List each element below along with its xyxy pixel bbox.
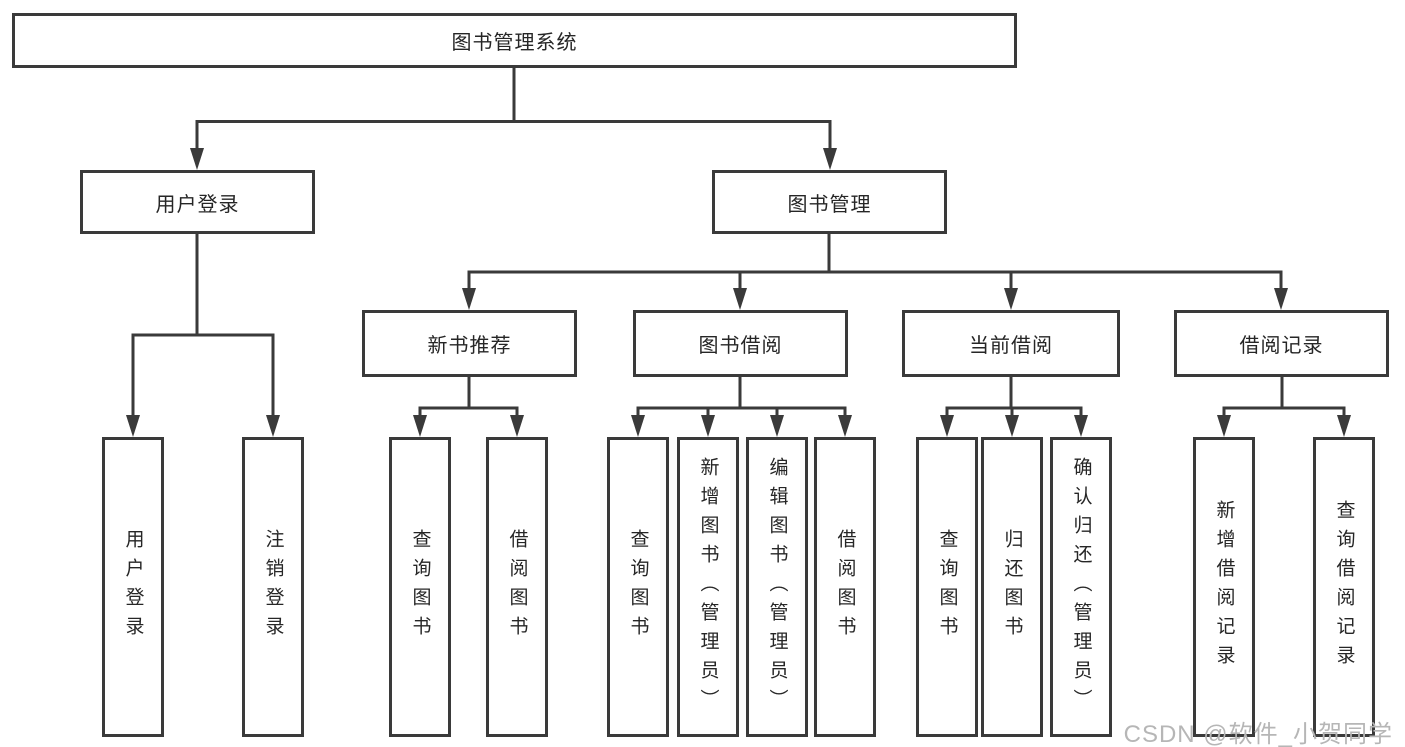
connector-borrow-records-to-leaves bbox=[1217, 377, 1351, 437]
node-new-book-recommend: 新书推荐 bbox=[362, 310, 577, 377]
node-label: 当前借阅 bbox=[969, 335, 1053, 357]
leaf-recommend-borrow-books: 借阅图书 bbox=[486, 437, 548, 737]
node-label: 新增借阅记录 bbox=[1213, 500, 1235, 674]
connector-book-borrow-to-leaves bbox=[631, 377, 852, 437]
node-label: 新书推荐 bbox=[427, 335, 512, 357]
leaf-borrow-books: 借阅图书 bbox=[814, 437, 876, 737]
csdn-watermark: CSDN @软件_小贺同学 bbox=[1123, 721, 1393, 747]
leaf-borrow-query-books: 查询图书 bbox=[607, 437, 669, 737]
node-label: 查询图书 bbox=[627, 529, 649, 645]
leaf-add-borrow-record: 新增借阅记录 bbox=[1193, 437, 1255, 737]
node-label: 借阅图书 bbox=[834, 529, 856, 645]
node-label: 注销登录 bbox=[262, 529, 284, 645]
node-label: 查询借阅记录 bbox=[1333, 500, 1355, 674]
connector-current-borrow-to-leaves bbox=[940, 377, 1088, 437]
node-label: 图书管理系统 bbox=[451, 32, 578, 54]
node-label: 借阅图书 bbox=[506, 529, 528, 645]
node-root-library-system: 图书管理系统 bbox=[12, 13, 1017, 68]
node-book-borrow: 图书借阅 bbox=[633, 310, 848, 377]
node-book-management: 图书管理 bbox=[712, 170, 947, 234]
leaf-logout: 注销登录 bbox=[242, 437, 304, 737]
node-user-login: 用户登录 bbox=[80, 170, 315, 234]
node-label: 编辑图书（管理员） bbox=[766, 456, 788, 718]
node-label: 新增图书（管理员） bbox=[697, 456, 719, 718]
node-borrow-records: 借阅记录 bbox=[1174, 310, 1389, 377]
leaf-current-query-books: 查询图书 bbox=[916, 437, 978, 737]
node-current-borrow: 当前借阅 bbox=[902, 310, 1120, 377]
connector-root-to-level2 bbox=[190, 68, 837, 170]
connector-book-management-to-level3 bbox=[462, 234, 1288, 310]
node-label: 用户登录 bbox=[122, 529, 144, 645]
leaf-query-borrow-record: 查询借阅记录 bbox=[1313, 437, 1375, 737]
node-label: 借阅记录 bbox=[1239, 335, 1324, 357]
leaf-confirm-return-admin: 确认归还（管理员） bbox=[1050, 437, 1112, 737]
connector-new-book-recommend-to-leaves bbox=[413, 377, 524, 437]
node-label: 图书借阅 bbox=[698, 335, 783, 357]
node-label: 查询图书 bbox=[936, 529, 958, 645]
leaf-add-books-admin: 新增图书（管理员） bbox=[677, 437, 739, 737]
leaf-user-login: 用户登录 bbox=[102, 437, 164, 737]
leaf-recommend-query-books: 查询图书 bbox=[389, 437, 451, 737]
node-label: 确认归还（管理员） bbox=[1070, 456, 1092, 718]
node-label: 图书管理 bbox=[787, 193, 872, 216]
node-label: 查询图书 bbox=[409, 529, 431, 645]
node-label: 归还图书 bbox=[1001, 529, 1023, 645]
connector-user-login-to-leaves bbox=[126, 234, 280, 437]
node-label: 用户登录 bbox=[155, 193, 240, 216]
leaf-edit-books-admin: 编辑图书（管理员） bbox=[746, 437, 808, 737]
leaf-return-books: 归还图书 bbox=[981, 437, 1043, 737]
